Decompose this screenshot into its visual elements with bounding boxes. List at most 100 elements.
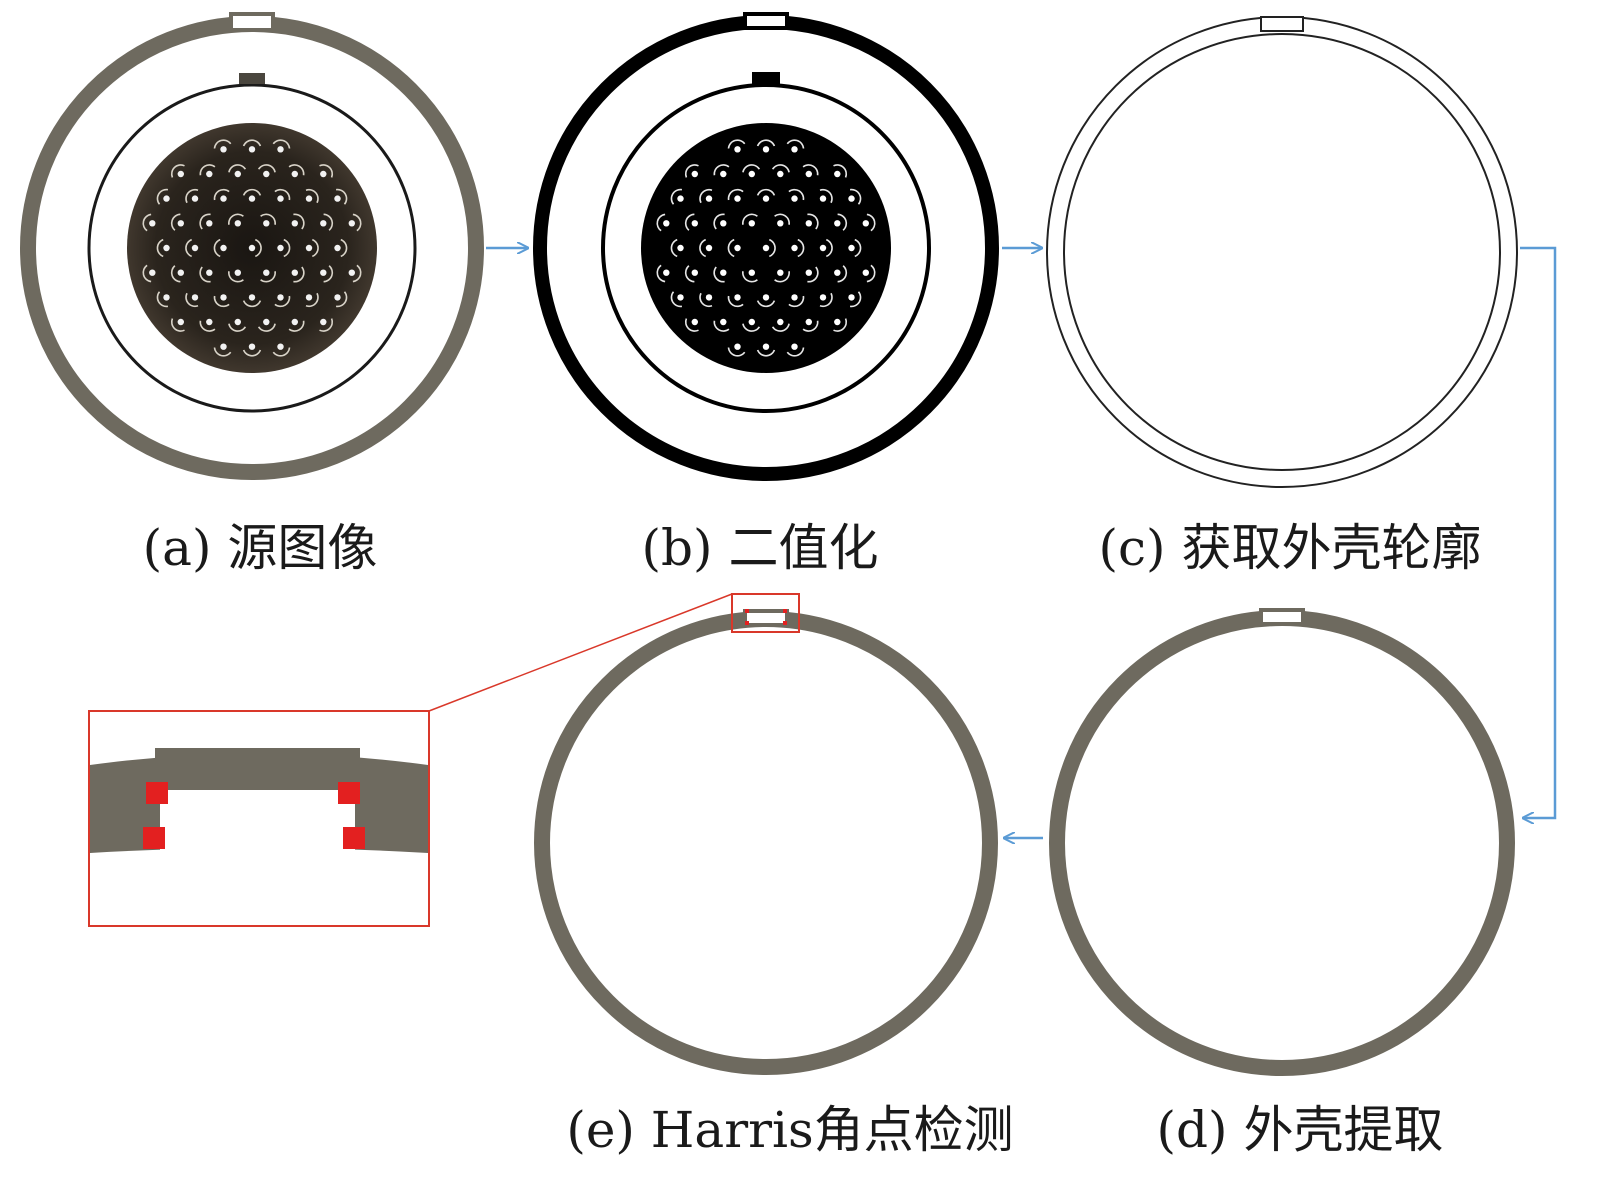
pin-dot [206,170,213,178]
pin-socket-arc [727,139,746,149]
pin-dot [777,170,784,178]
pin-dot [777,318,784,326]
pin-dot [320,318,327,326]
pin-dot [234,170,241,178]
caption-d-shell-extraction: (d) 外壳提取 [1156,1101,1444,1159]
pin-socket-arc [185,292,199,308]
pin-socket-arc [849,188,862,205]
pin-dot [334,244,341,252]
pin-socket-arc [802,164,819,176]
pin-dot [248,244,256,252]
pin-socket-arc [305,292,319,308]
pin-socket-arc [170,318,185,332]
panel-c-shell-contour [1046,16,1518,488]
pin-dot [248,294,256,301]
pin-socket-arc [771,323,790,332]
pin-dot [291,269,298,276]
pin-dot [734,195,741,202]
shell-ring-harris [534,611,998,1075]
pin-socket-arc [727,347,746,357]
pin-dot [705,294,713,301]
pin-socket-arc [185,188,199,204]
pin-socket-arc [335,188,348,205]
pin-socket-arc [713,164,730,176]
pin-dot [291,318,298,326]
pin-dot [805,269,812,276]
pin-dot [777,269,784,276]
contour-outer [1046,16,1518,488]
pin-socket-arc [260,271,276,283]
pin-socket-arc [768,238,776,258]
pin-dot [277,343,284,350]
pin-socket-arc [786,139,805,149]
pin-socket-arc [742,323,761,332]
contour-key-notch [1260,16,1304,32]
pin-socket-arc [837,265,848,283]
pin-dot [305,195,313,202]
pin-dot [805,170,812,178]
pin-socket-arc [866,213,876,232]
pin-socket-arc [228,164,247,173]
panel-d-shell-extraction [1049,608,1515,1076]
pin-dot [163,244,170,252]
corner-point [745,621,749,625]
pin-socket-arc [228,323,247,332]
pin-dot [206,220,213,227]
pin-socket-arc [713,266,725,283]
pin-dot [177,318,184,326]
pin-socket-arc [837,213,848,231]
zoomed-corner-point [146,782,168,804]
pin-dot [819,195,827,202]
pin-socket-arc [774,271,790,283]
caption-a-source-image: (a) 源图像 [142,519,378,577]
pin-socket-arc [156,291,169,308]
pin-socket-arc [352,213,362,232]
pin-dot [234,220,241,227]
pin-dot [263,170,270,178]
contour-inner [1063,33,1501,471]
pin-dot [177,170,184,178]
caption-b-binarization: (b) 二值化 [641,519,879,577]
pin-dot [819,244,827,252]
pin-socket-arc [849,291,862,308]
pin-dot [277,195,284,202]
pin-dot [220,146,227,153]
pin-socket-arc [242,139,262,147]
pin-dot [663,220,670,227]
pin-dot [720,220,727,227]
pin-dot [320,170,327,178]
pin-dot [734,146,741,153]
harris-key-notch [743,609,789,627]
pin-socket-arc [142,264,152,283]
pin-dot [691,220,698,227]
pin-dot [791,343,798,350]
pin-dot [163,195,170,202]
pin-socket-arc [274,188,291,201]
pin-dot [177,220,184,227]
pin-dot [177,269,184,276]
pin-dot [234,269,241,276]
pin-dot [677,244,684,252]
pin-socket-arc [242,188,262,196]
pin-dot [220,294,227,301]
pin-socket-arc [684,164,699,178]
pin-socket-arc [213,139,232,149]
zoomed-corner-point [343,827,365,849]
pin-socket-arc [684,213,695,231]
pin-dot [834,269,841,276]
pin-socket-arc [802,320,819,332]
pin-socket-arc [213,188,230,201]
pin-dot [834,318,841,326]
pin-socket-arc [854,238,862,258]
pin-dot [748,318,755,326]
panel-b-binarization [533,12,999,481]
pin-socket-arc [825,238,833,258]
pin-dot [248,195,256,202]
panel-a-source-image [20,12,484,480]
pin-dot [277,294,284,301]
panel-e-harris-corners [428,593,998,1075]
pin-socket-arc [288,164,305,176]
pin-socket-arc [756,300,776,308]
pin-dot [734,244,741,252]
pin-socket-arc [323,213,334,231]
